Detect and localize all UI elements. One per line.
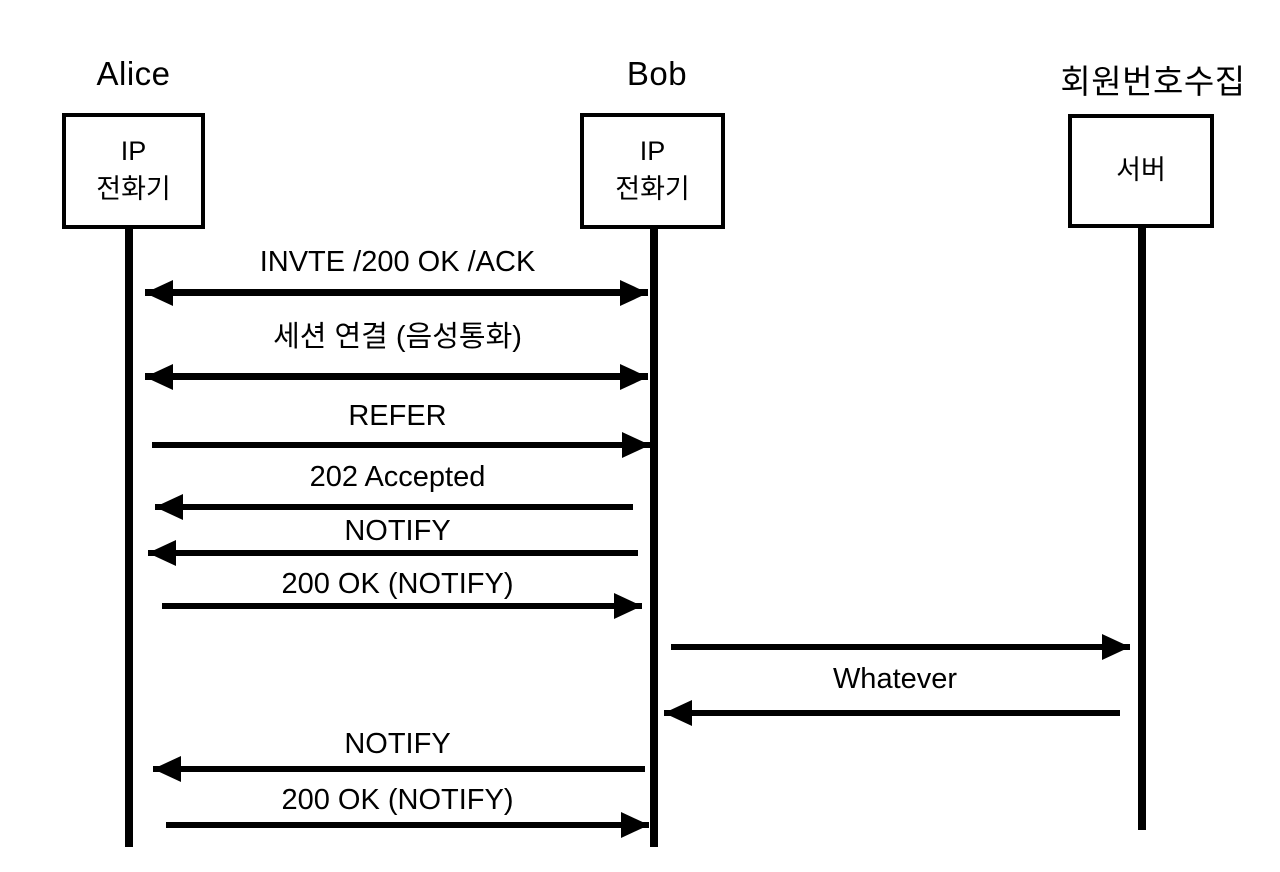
message-arrow-invite [145, 280, 648, 306]
lifeline-alice [125, 227, 133, 847]
message-arrow-notify-2 [153, 756, 645, 782]
arrowhead-right-icon [1102, 634, 1130, 660]
participant-name-bob: Bob [626, 55, 688, 92]
message-arrow-session [145, 364, 648, 390]
message-arrow-200ok-notify-1 [162, 593, 642, 619]
message-label-notify-2: NOTIFY [344, 728, 451, 760]
arrow-shaft [664, 710, 1120, 716]
lifeline-server [1138, 226, 1146, 830]
arrow-shaft [671, 644, 1130, 650]
message-label-refer: REFER [348, 400, 447, 432]
arrowhead-left-icon [664, 700, 692, 726]
message-arrow-202-accepted [155, 494, 633, 520]
arrow-shaft [153, 766, 645, 772]
message-arrow-bob-to-server [671, 634, 1130, 660]
arrowhead-right-icon [622, 432, 650, 458]
arrowhead-right-icon [620, 364, 648, 390]
lifeline-bob [650, 227, 658, 847]
participant-box-bob: IP 전화기 [580, 113, 725, 229]
arrowhead-left-icon [145, 364, 173, 390]
message-label-200ok-notify-1: 200 OK (NOTIFY) [281, 568, 514, 600]
arrow-shaft [148, 550, 638, 556]
message-arrow-notify-1 [148, 540, 638, 566]
arrowhead-left-icon [155, 494, 183, 520]
participant-box-server: 서버 [1068, 114, 1214, 228]
arrowhead-left-icon [145, 280, 173, 306]
arrow-shaft [145, 289, 648, 296]
message-label-invite: INVTE /200 OK /ACK [259, 246, 536, 278]
arrow-shaft [155, 504, 633, 510]
participant-box-alice: IP 전화기 [62, 113, 205, 229]
message-arrow-refer [152, 432, 650, 458]
arrow-shaft [162, 603, 642, 609]
message-label-session: 세션 연결 (음성통화) [273, 321, 522, 353]
arrowhead-right-icon [621, 812, 649, 838]
participant-name-server: 회원번호수집 [1060, 63, 1246, 100]
message-label-200ok-notify-2: 200 OK (NOTIFY) [281, 784, 514, 816]
arrow-shaft [145, 373, 648, 380]
message-label-notify-1: NOTIFY [344, 515, 451, 547]
arrowhead-left-icon [153, 756, 181, 782]
arrow-shaft [152, 442, 650, 448]
participant-name-alice: Alice [96, 55, 171, 92]
message-label-202-accepted: 202 Accepted [309, 461, 486, 493]
arrowhead-right-icon [614, 593, 642, 619]
message-arrow-200ok-notify-2 [166, 812, 649, 838]
message-arrow-whatever [664, 700, 1120, 726]
arrowhead-right-icon [620, 280, 648, 306]
arrowhead-left-icon [148, 540, 176, 566]
message-label-whatever: Whatever [832, 663, 958, 695]
arrow-shaft [166, 822, 649, 828]
